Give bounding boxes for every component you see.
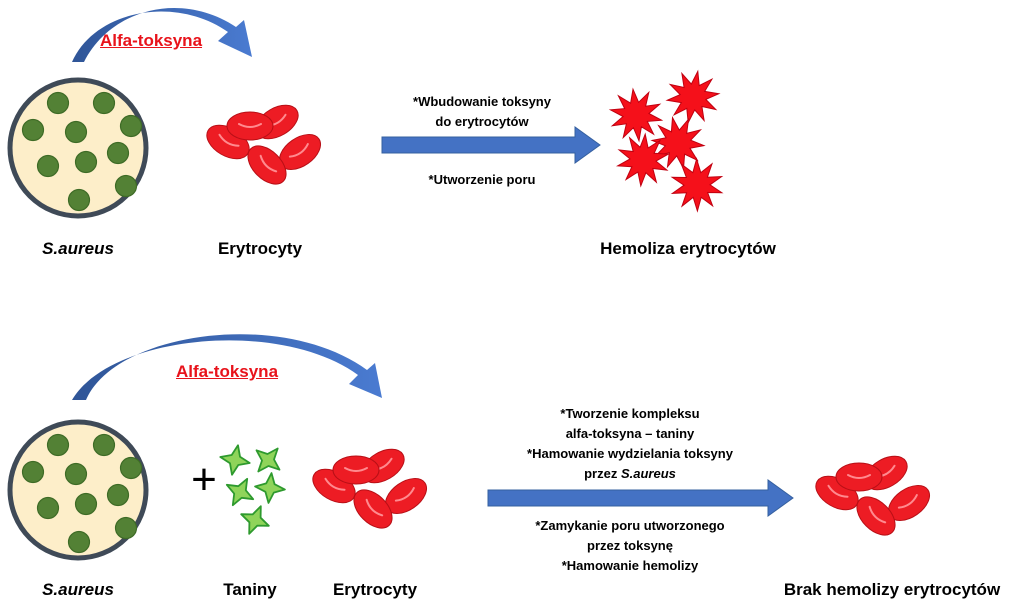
erythrocyte <box>226 111 274 141</box>
bacterium-cell <box>106 483 130 507</box>
erythrocyte <box>353 489 393 529</box>
erythrocyte <box>332 455 380 485</box>
mechanism-prefix: przez <box>584 466 621 481</box>
tannin-molecule <box>225 477 255 507</box>
erythrocytes-label-bottom: Erytrocyty <box>332 580 418 599</box>
species-name: S.aureus <box>620 466 676 481</box>
erythrocyte-center <box>365 498 384 517</box>
bacterium-cell <box>92 433 116 457</box>
no-hemolysis-label: Brak hemolizy erytrocytów <box>783 580 1001 599</box>
tannin-molecule <box>240 505 270 535</box>
bacteria-cells <box>21 433 143 554</box>
bacteria-culture-top <box>7 77 149 219</box>
mechanism-note-pore-closing: *Zamykanie poru utworzonego przez toksyn… <box>500 516 760 576</box>
bacterium-cell <box>46 91 70 115</box>
erythrocyte-center <box>344 467 368 472</box>
bacteria-label-bottom: S.aureus <box>42 580 114 599</box>
toxin-label-bottom: Alfa-toksyna <box>176 362 279 381</box>
erythrocytes-top <box>206 104 321 185</box>
tannin-molecule <box>219 444 251 476</box>
mechanism-note-pore: *Utworzenie poru <box>428 172 536 187</box>
mechanism-line: *Wbudowanie toksyny <box>413 94 551 109</box>
erythrocyte-center <box>218 133 240 147</box>
bacterium-cell <box>67 188 91 212</box>
erythrocyte <box>856 496 896 536</box>
bacteria-culture-bottom <box>7 419 149 561</box>
toxin-label-top: Alfa-toksyna <box>100 31 203 50</box>
bacterium-cell <box>64 462 88 486</box>
mechanism-line: *Hamowanie wydzielania toksyny <box>527 446 733 461</box>
bacterium-cell <box>106 141 130 165</box>
bacterium-cell <box>119 456 143 480</box>
toxin-secretion-arrow-top <box>72 8 252 62</box>
bacterium-cell <box>74 150 98 174</box>
erythrocyte-center <box>238 123 262 128</box>
erythrocyte-center <box>259 154 278 173</box>
bacteria-label-top: S.aureus <box>42 239 114 258</box>
hemolysis-label: Hemoliza erytrocytów <box>600 239 776 258</box>
mechanism-note-complex: *Tworzenie kompleksu alfa-toksyna – tani… <box>500 404 760 484</box>
lysed-erythrocyte <box>615 132 671 188</box>
erythrocytes-bottom-left <box>312 448 427 529</box>
plus-sign: + <box>191 455 217 504</box>
bacterium-cell <box>114 174 138 198</box>
erythrocytes-bottom-right <box>815 455 930 536</box>
mechanism-line: przez S.aureus <box>500 464 760 484</box>
erythrocyte <box>835 462 883 492</box>
erythrocyte-center <box>897 494 918 509</box>
erythrocyte <box>247 145 287 185</box>
tannins-group <box>219 444 286 535</box>
mechanism-line: *Tworzenie kompleksu <box>560 406 700 421</box>
erythrocyte-center <box>288 143 309 158</box>
lysed-erythrocyte <box>650 115 706 171</box>
lysed-erythrocyte <box>665 69 721 125</box>
process-arrow-top <box>381 126 601 164</box>
mechanism-line: *Zamykanie poru utworzonego <box>535 518 725 533</box>
tannin-molecule <box>255 447 281 473</box>
tannin-molecule <box>254 472 286 504</box>
bacterium-cell <box>74 492 98 516</box>
bacterium-cell <box>21 460 45 484</box>
erythrocytes-label-top: Erytrocyty <box>217 239 303 258</box>
bacterium-cell <box>64 120 88 144</box>
bacteria-cells <box>21 91 143 212</box>
erythrocyte-center <box>827 484 849 498</box>
erythrocyte-center <box>324 477 346 491</box>
bacterium-cell <box>46 433 70 457</box>
bacterium-cell <box>114 516 138 540</box>
lysed-erythrocyte <box>608 87 664 143</box>
bacteria-dish <box>7 419 149 561</box>
mechanism-line: *Hamowanie hemolizy <box>561 558 699 573</box>
bacterium-cell <box>119 114 143 138</box>
mechanism-line: alfa-toksyna – taniny <box>565 426 695 441</box>
tannins-label: Taniny <box>223 580 277 599</box>
bacterium-cell <box>36 154 60 178</box>
mechanism-line: do erytrocytów <box>435 114 529 129</box>
bacterium-cell <box>36 496 60 520</box>
bacterium-cell <box>92 91 116 115</box>
bacterium-cell <box>21 118 45 142</box>
toxin-secretion-arrow-bottom <box>72 334 382 400</box>
bacterium-cell <box>67 530 91 554</box>
erythrocyte <box>888 485 930 521</box>
mechanism-note-insertion: *Wbudowanie toksyny do erytrocytów <box>382 92 582 132</box>
erythrocyte-center <box>868 505 887 524</box>
lysed-erythrocytes <box>608 69 724 213</box>
bacteria-dish <box>7 77 149 219</box>
process-arrow-bottom <box>487 479 794 517</box>
erythrocyte-center <box>847 474 871 479</box>
erythrocyte-center <box>394 487 415 502</box>
mechanism-line: przez toksynę <box>587 538 673 553</box>
lysed-erythrocyte <box>670 157 724 213</box>
